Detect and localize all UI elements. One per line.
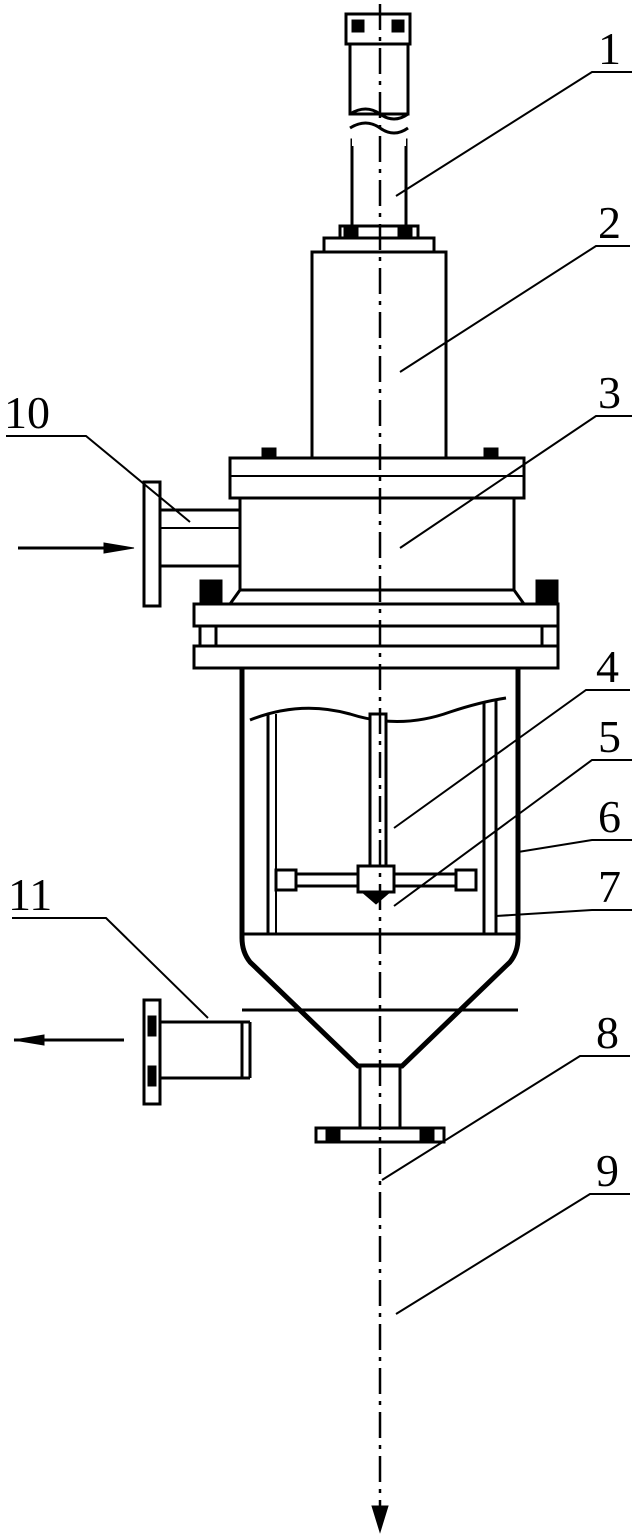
label-11: 11 <box>8 869 52 920</box>
leader-lines <box>6 71 632 1315</box>
label-2: 2 <box>598 197 621 248</box>
label-6: 6 <box>598 791 621 842</box>
outlet-flow-arrow <box>13 1034 124 1046</box>
label-7: 7 <box>598 861 621 912</box>
label-9: 9 <box>596 1145 619 1196</box>
part-11-outlet-nozzle <box>142 998 252 1106</box>
discharge-arrow-icon <box>371 1505 389 1534</box>
part-3-head-chamber <box>192 456 560 670</box>
label-1: 1 <box>598 23 621 74</box>
label-4: 4 <box>596 641 619 692</box>
part-4-5-scraper-assembly <box>274 712 478 905</box>
part-9-bottom-discharge <box>314 1064 446 1144</box>
callout-numbers: 1 2 3 4 5 6 7 8 9 10 11 <box>4 23 621 1196</box>
part-10-inlet-nozzle <box>142 480 242 608</box>
label-3: 3 <box>598 367 621 418</box>
label-5: 5 <box>598 711 621 762</box>
label-8: 8 <box>596 1007 619 1058</box>
inlet-flow-arrow <box>18 542 135 554</box>
label-10: 10 <box>4 387 50 438</box>
